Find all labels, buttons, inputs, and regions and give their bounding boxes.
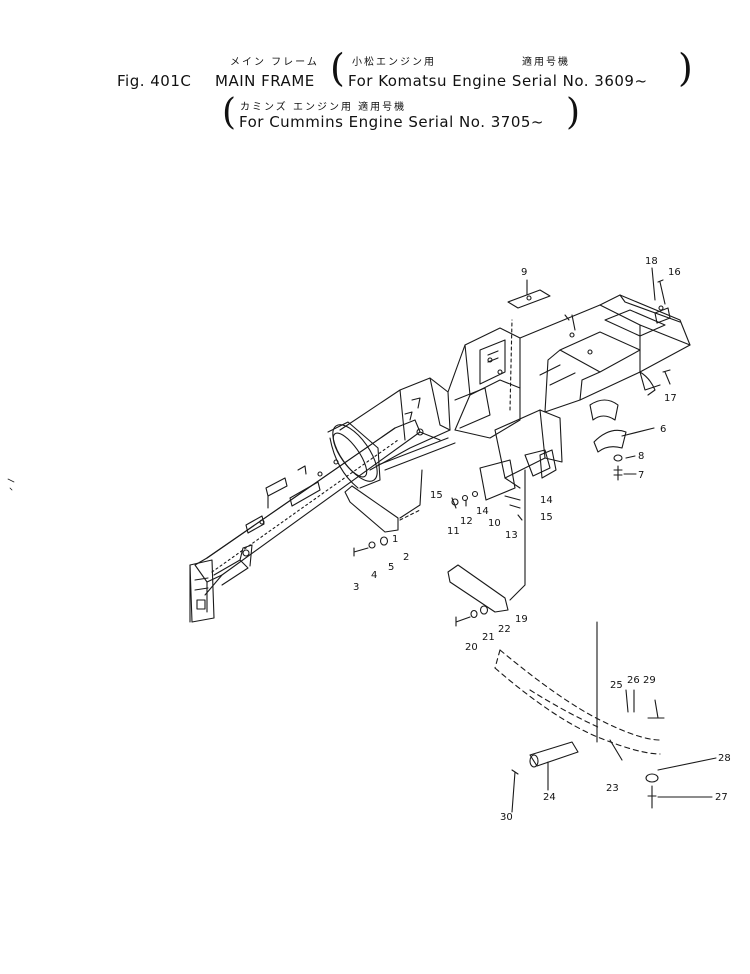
callout-13: 13: [505, 530, 518, 541]
callout-17: 17: [664, 393, 677, 404]
frame-long-beam: [194, 419, 441, 613]
part-1-strap: [344, 485, 399, 533]
callout-20: 20: [465, 642, 478, 653]
callout-8: 8: [638, 451, 644, 462]
callout-10: 10: [488, 518, 501, 529]
part-23-leader: [609, 739, 623, 761]
callout-30: 30: [500, 812, 513, 823]
callout-4: 4: [371, 570, 377, 581]
upper-arm: [339, 377, 456, 471]
callout-3: 3: [353, 582, 359, 593]
part-17-bolt: [662, 369, 671, 385]
left-paren-2: (: [222, 92, 237, 133]
leader-9: [509, 319, 513, 411]
callout-21: 21: [482, 632, 495, 643]
round-plate: [327, 421, 381, 489]
callout-7: 7: [638, 470, 644, 481]
right-paren-2: ): [566, 92, 581, 133]
callout-2: 2: [403, 552, 409, 563]
callout-15a: 15: [430, 490, 443, 501]
part-10-foot: [524, 449, 551, 477]
part-24-pipe: [529, 741, 579, 767]
part-6-cap: [593, 429, 627, 453]
part-7-8-leaders: [623, 455, 637, 475]
callout-16: 16: [668, 267, 681, 278]
part-28-washer: [645, 773, 659, 783]
part-16-washer: [658, 305, 664, 311]
callout-9: 9: [521, 267, 527, 278]
detail-tube: [494, 649, 661, 755]
callout-23: 23: [606, 783, 619, 794]
rear-hangers: [589, 371, 656, 421]
callout-14b: 14: [540, 495, 553, 506]
callout-1: 1: [392, 534, 398, 545]
part-6-leader: [621, 427, 655, 437]
callout-29: 29: [643, 675, 656, 686]
callout-6: 6: [660, 424, 666, 435]
part-9-plate: [507, 289, 551, 309]
cummins-note-japanese: カミンズ エンジン用 適用号機: [240, 102, 407, 113]
part-10-bracket: [479, 459, 516, 501]
part-25-26: [625, 689, 635, 713]
fasteners-center: [451, 490, 523, 521]
callout-28: 28: [718, 753, 731, 764]
callout-18: 18: [645, 256, 658, 267]
figure-number: Fig. 401C: [117, 72, 192, 90]
komatsu-note-english: For Komatsu Engine Serial No. 3609~: [348, 72, 648, 90]
callout-24: 24: [543, 792, 556, 803]
left-paren-1: (: [330, 46, 345, 90]
part-1-leader: [399, 469, 423, 519]
part-9-hole: [526, 295, 532, 301]
lower-box: [494, 409, 563, 489]
front-bracket: [189, 544, 253, 623]
cummins-note-english: For Cummins Engine Serial No. 3705~: [239, 113, 544, 131]
callout-14a: 14: [476, 506, 489, 517]
komatsu-note-japanese: 小松エンジン用: [352, 57, 436, 68]
part-7-bolt: [613, 465, 623, 481]
komatsu-serial-japanese: 適用号機: [522, 57, 570, 68]
callout-labels: 1 2 3 4 5 6 7 8 9 10 11 12 13 14 14 15 1…: [353, 256, 731, 823]
part-28-leader: [657, 757, 717, 771]
callout-25: 25: [610, 680, 623, 691]
callout-22: 22: [498, 624, 511, 635]
callout-11: 11: [447, 526, 460, 537]
beam-plates: [245, 459, 339, 534]
part-27-bolt: [647, 785, 657, 809]
part-16-bolt: [657, 279, 666, 305]
part-29-clip: [647, 699, 665, 719]
callout-19: 19: [515, 614, 528, 625]
part-19-leader: [509, 469, 526, 601]
fasteners-lower: [455, 605, 489, 627]
fasteners-left: [353, 536, 389, 557]
right-paren-1: ): [678, 46, 693, 90]
title-english: MAIN FRAME: [215, 72, 315, 90]
callout-5: 5: [388, 562, 394, 573]
part-8-washer: [613, 454, 623, 462]
part-19-strap: [447, 564, 509, 613]
callout-27: 27: [715, 792, 728, 803]
callout-15b: 15: [540, 512, 553, 523]
title-japanese: メイン フレーム: [230, 57, 319, 68]
part-24-end: [529, 754, 539, 768]
callout-26: 26: [627, 675, 640, 686]
middle-housing: [447, 327, 521, 439]
callout-12: 12: [460, 516, 473, 527]
part-30-bolt: [511, 769, 519, 813]
rear-frame: [519, 294, 691, 413]
part-18-bolt: [651, 267, 656, 301]
